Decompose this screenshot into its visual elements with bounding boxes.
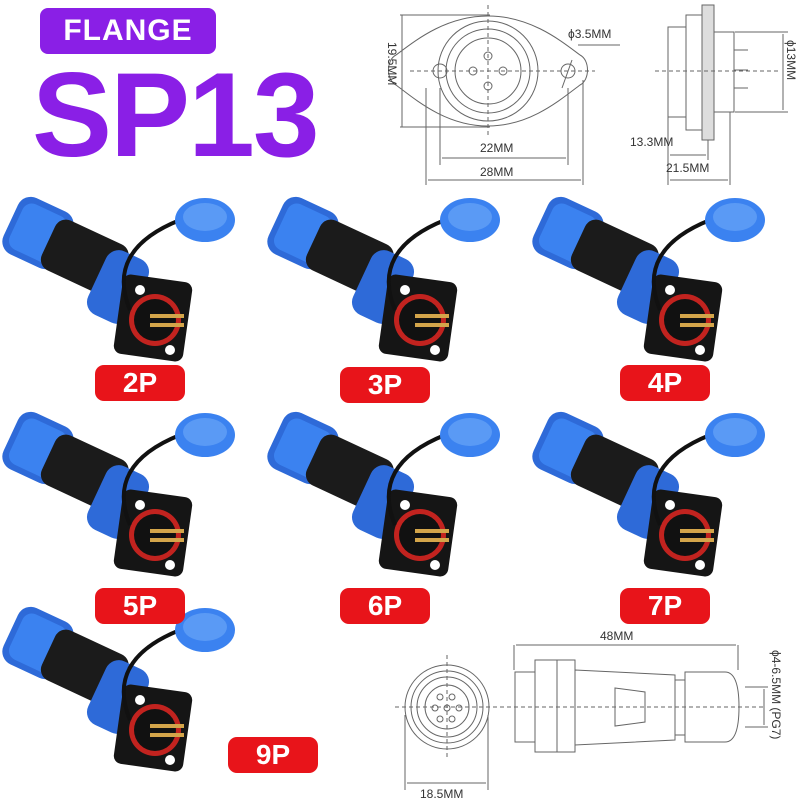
diameter-dimension: ϕ13MM xyxy=(784,40,798,80)
connector-image xyxy=(2,606,235,772)
product-title: SP13 xyxy=(32,48,320,182)
hole-dimension: ϕ3.5MM xyxy=(568,27,611,41)
label-4p: 4P xyxy=(620,365,710,401)
plug-drawing: 18.5MM 48MM ϕ4-6.5MM (PG7) xyxy=(395,629,783,800)
thread-length-dimension: 13.3MM xyxy=(630,135,673,149)
connector-image xyxy=(267,411,500,577)
face-diameter-dimension: 18.5MM xyxy=(420,787,463,800)
flange-plate xyxy=(643,274,723,362)
label-6p: 6P xyxy=(340,588,430,624)
connector-body xyxy=(305,219,415,324)
flange-plate xyxy=(113,489,193,577)
flange-plate xyxy=(113,684,193,772)
flange-plate xyxy=(643,489,723,577)
connector-2p xyxy=(0,190,265,400)
label-7p: 7P xyxy=(620,588,710,624)
dust-cap xyxy=(121,413,235,526)
plug-length-dimension: 48MM xyxy=(600,629,633,643)
dust-cap xyxy=(121,198,235,311)
width-dimension: 28MM xyxy=(480,165,513,179)
dust-cap xyxy=(121,608,235,721)
dust-cap xyxy=(651,198,765,311)
flange-plate xyxy=(378,489,458,577)
dust-cap xyxy=(386,198,500,311)
connector-6p xyxy=(265,405,530,615)
connector-image xyxy=(532,196,765,362)
cable-range-dimension: ϕ4-6.5MM (PG7) xyxy=(769,650,783,739)
connector-image xyxy=(2,196,235,362)
connector-image xyxy=(267,196,500,362)
flange-badge: FLANGE xyxy=(40,8,216,54)
connector-9p xyxy=(0,600,265,810)
connector-7p xyxy=(530,405,795,615)
label-2p: 2P xyxy=(95,365,185,401)
length-dimension: 21.5MM xyxy=(666,161,709,175)
flange-front-drawing: 19.5MM ϕ3.5MM 22MM 28MM xyxy=(385,5,620,185)
height-dimension: 19.5MM xyxy=(385,42,399,85)
flange-plate xyxy=(378,274,458,362)
label-5p: 5P xyxy=(95,588,185,624)
dust-cap xyxy=(386,413,500,526)
flange-plate xyxy=(113,274,193,362)
connector-body xyxy=(570,219,680,324)
connector-5p xyxy=(0,405,265,615)
label-9p: 9P xyxy=(228,737,318,773)
connector-image xyxy=(532,411,765,577)
flange-side-drawing: ϕ13MM 13.3MM 21.5MM xyxy=(630,4,798,185)
connector-body xyxy=(40,629,150,734)
dust-cap xyxy=(651,413,765,526)
label-3p: 3P xyxy=(340,367,430,403)
connector-4p xyxy=(530,190,795,400)
connector-3p xyxy=(265,190,530,400)
connector-image xyxy=(2,411,235,577)
hole-spacing-dimension: 22MM xyxy=(480,141,513,155)
